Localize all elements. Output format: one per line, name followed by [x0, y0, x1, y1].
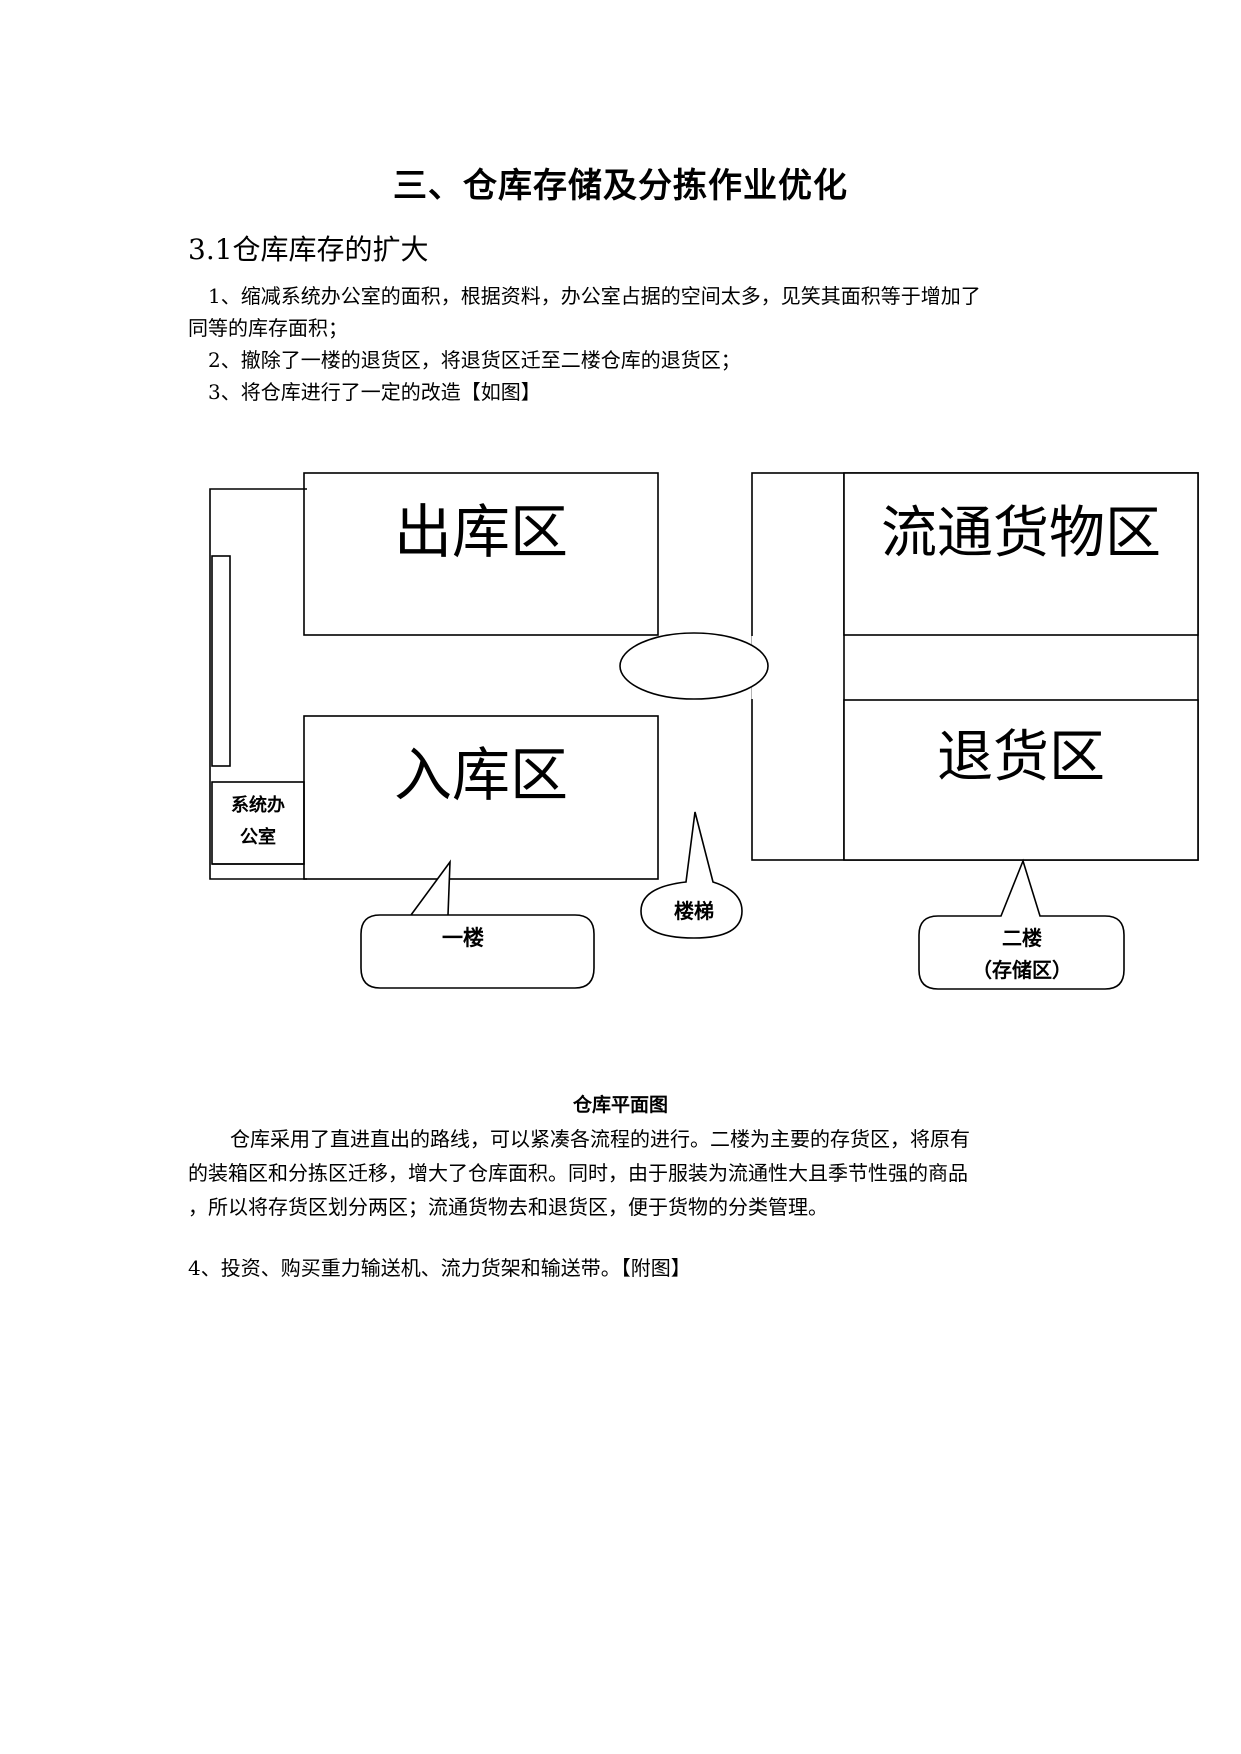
body-paragraph: 仓库采用了直进直出的路线，可以紧凑各流程的进行。二楼为主要的存货区，将原有 的装… — [188, 1122, 1048, 1224]
circulation-area-label: 流通货物区 — [881, 501, 1161, 566]
inbound-area-label: 入库区 — [394, 741, 568, 809]
figure-caption: 仓库平面图 — [572, 1094, 668, 1116]
circulation-area-box — [843, 472, 1199, 636]
point-1-line-2: 同等的库存面积； — [188, 316, 348, 340]
first-floor-callout-label: 一楼 — [442, 926, 484, 950]
paragraph-point-4: 4、投资、购买重力输送机、流力货架和输送带。【附图】 — [188, 1256, 691, 1280]
office-label-line-2: 公室 — [240, 826, 276, 848]
body-line-1: 仓库采用了直进直出的路线，可以紧凑各流程的进行。二楼为主要的存货区，将原有 — [230, 1127, 970, 1151]
section-heading: 3.1仓库库存的扩大 — [188, 233, 429, 266]
page-title: 三、仓库存储及分拣作业优化 — [393, 166, 848, 206]
first-floor-outline — [209, 488, 307, 880]
first-floor-callout — [360, 859, 595, 989]
stairs-link-ellipse — [619, 632, 769, 700]
office-label-line-1: 系统办 — [231, 794, 285, 816]
paragraph-point-1: 1、缩减系统办公室的面积，根据资料，办公室占据的空间太多，见笑其面积等于增加了 … — [188, 280, 1058, 344]
returns-area-label: 退货区 — [937, 725, 1105, 790]
paragraph-point-3: 3、将仓库进行了一定的改造【如图】 — [208, 380, 541, 404]
outbound-area-label: 出库区 — [394, 498, 568, 566]
stairs-callout-label: 楼梯 — [674, 899, 714, 923]
second-floor-callout-label-1: 二楼 — [1002, 926, 1042, 950]
inbound-area-box — [303, 715, 659, 880]
returns-area-box — [843, 699, 1199, 861]
paragraph-point-2: 2、撤除了一楼的退货区，将退货区迁至二楼仓库的退货区； — [208, 348, 741, 372]
office-strip — [211, 555, 231, 767]
second-floor-callout — [918, 858, 1125, 990]
body-line-2: 的装箱区和分拣区迁移，增大了仓库面积。同时，由于服装为流通性大且季节性强的商品 — [188, 1161, 968, 1185]
body-line-3: ，所以将存货区划分两区；流通货物去和退货区，便于货物的分类管理。 — [188, 1195, 828, 1219]
point-1-line-1: 1、缩减系统办公室的面积，根据资料，办公室占据的空间太多，见笑其面积等于增加了 — [208, 284, 981, 308]
outbound-area-box — [303, 472, 659, 636]
stairs-callout — [640, 811, 743, 939]
second-floor-callout-label-2: （存储区） — [972, 958, 1072, 982]
